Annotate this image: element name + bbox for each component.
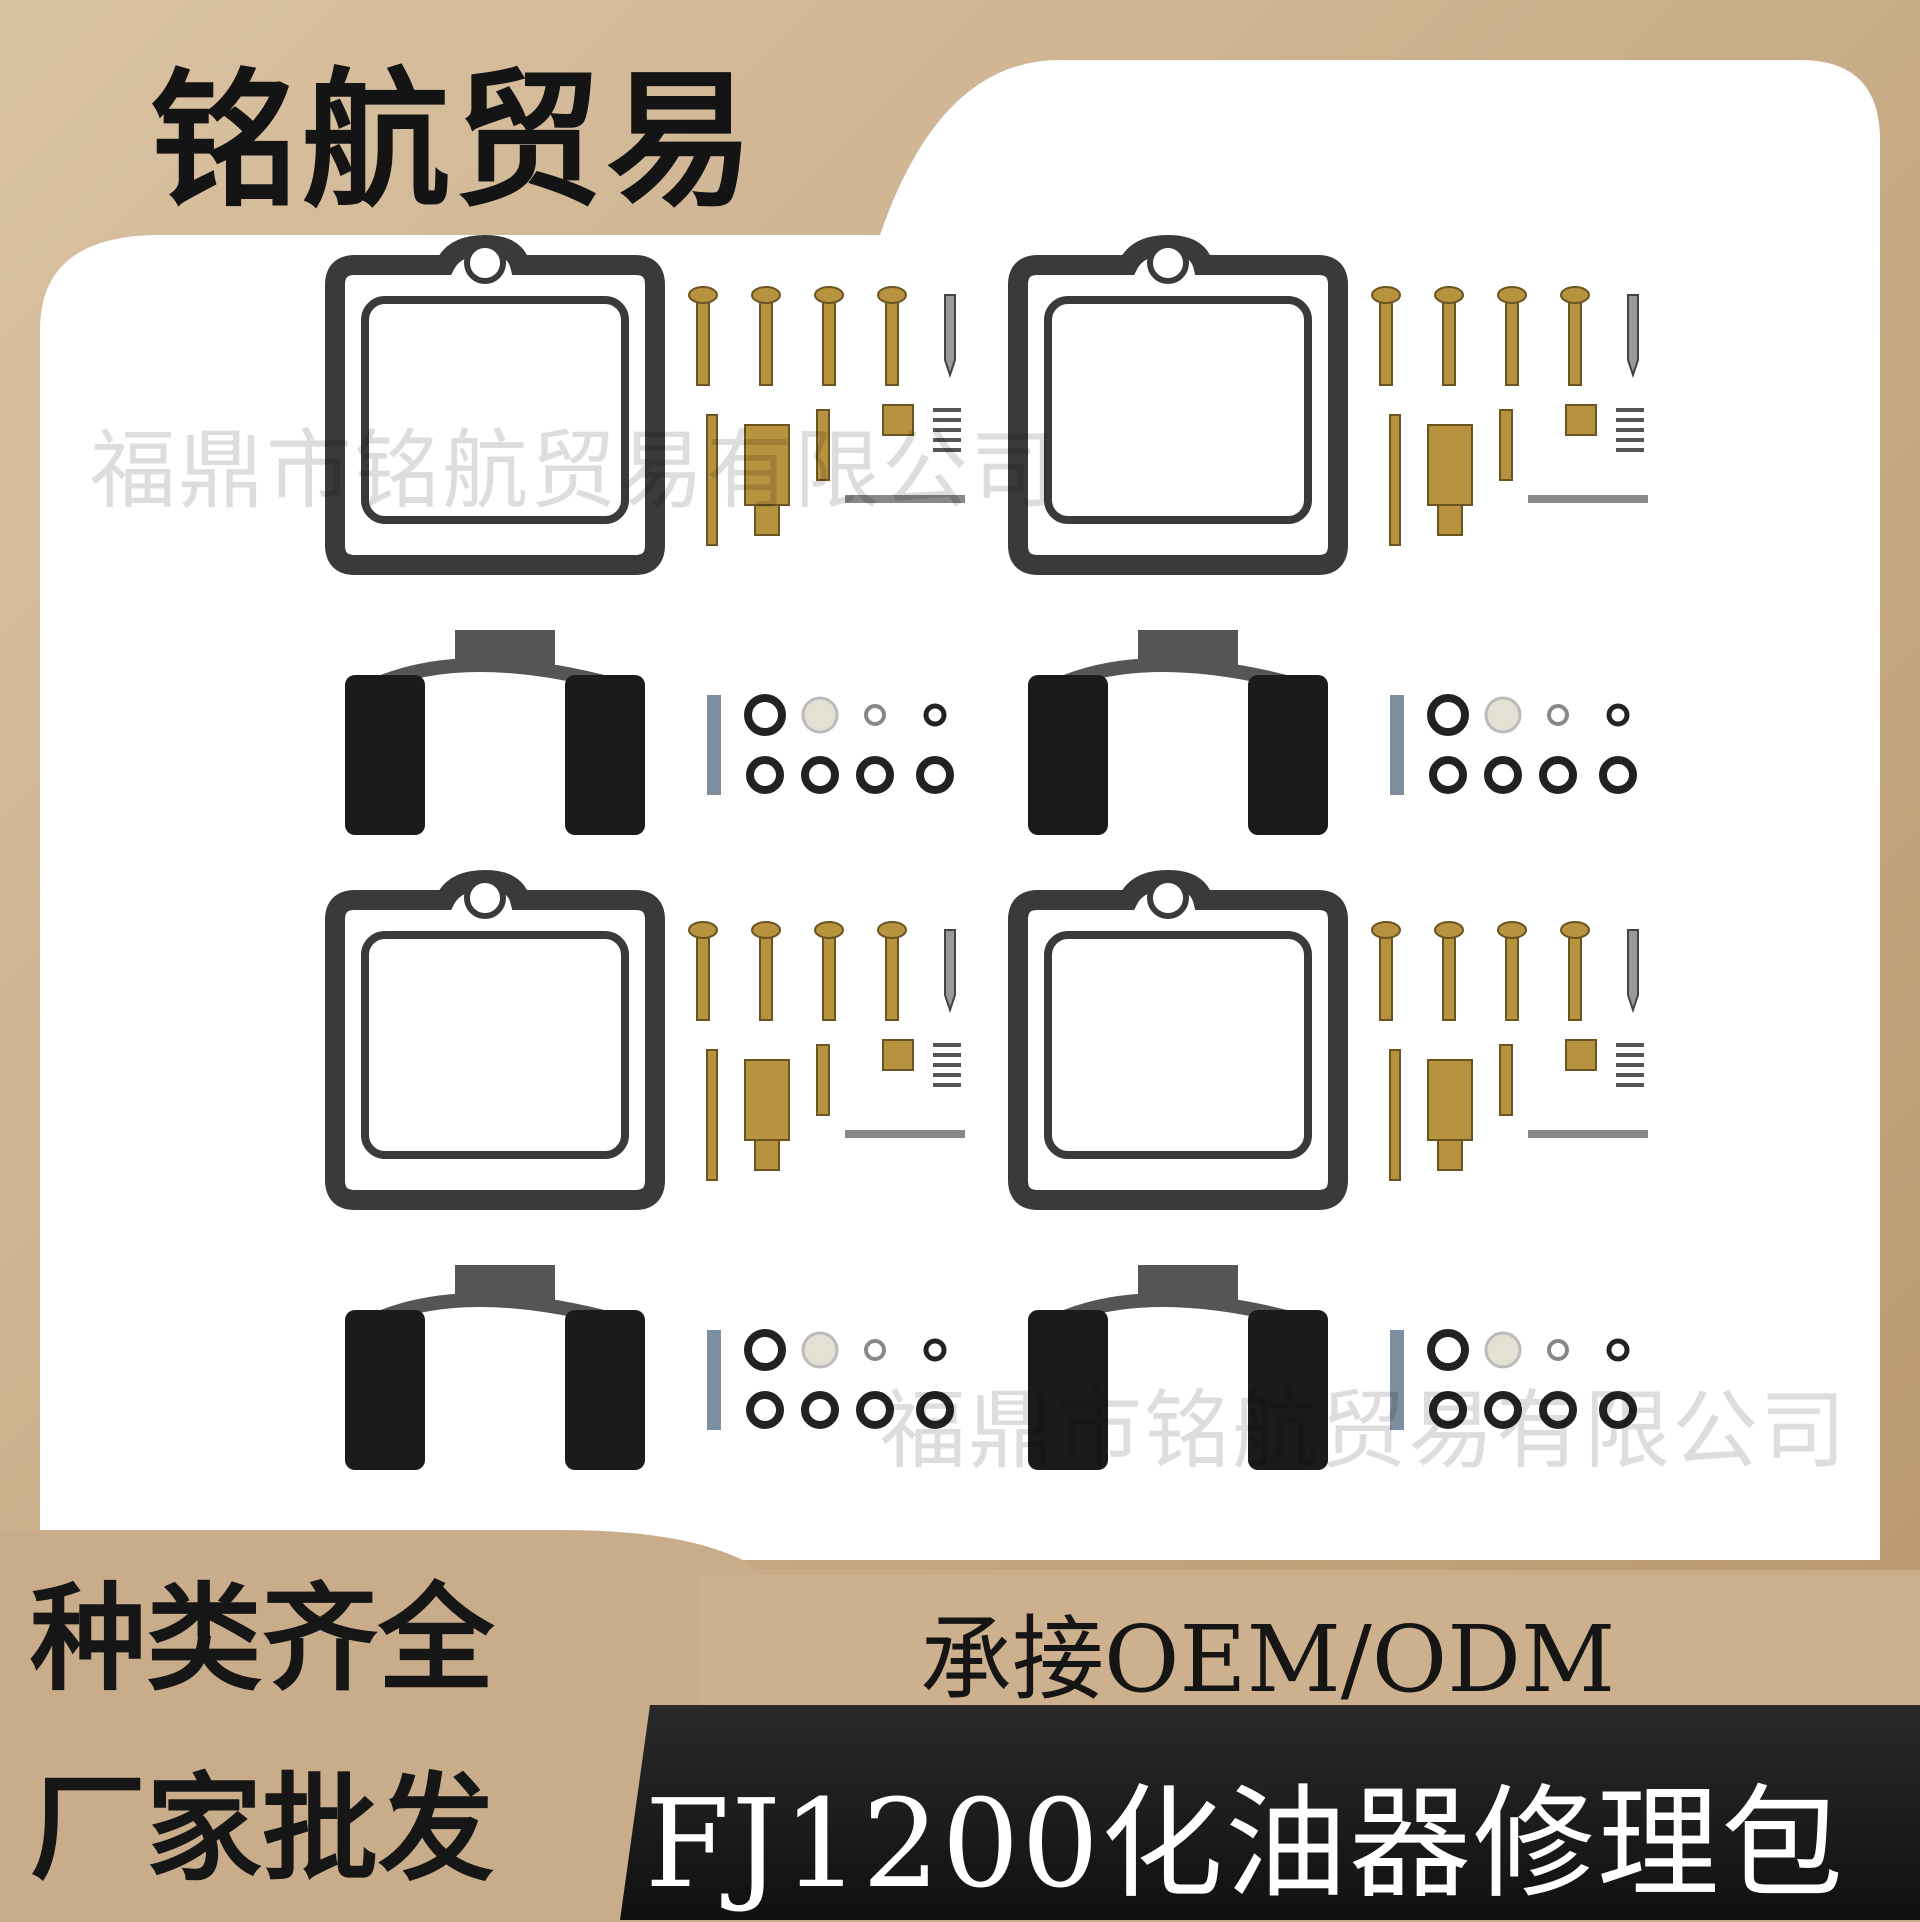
brand-name: 铭航贸易 (150, 55, 758, 227)
tagline-variety: 种类齐全 (30, 1572, 494, 1707)
tagline-wholesale: 厂家批发 (30, 1762, 494, 1897)
watermark-top: 福鼎市铭航贸易有限公司 (90, 421, 1058, 521)
watermark-bottom: 福鼎市铭航贸易有限公司 (880, 1381, 1848, 1481)
service-text: 承接OEM/ODM (920, 1606, 1616, 1713)
product-title-bar (620, 1705, 1920, 1920)
product-title: FJ1200化油器修理包 (645, 1773, 1846, 1915)
